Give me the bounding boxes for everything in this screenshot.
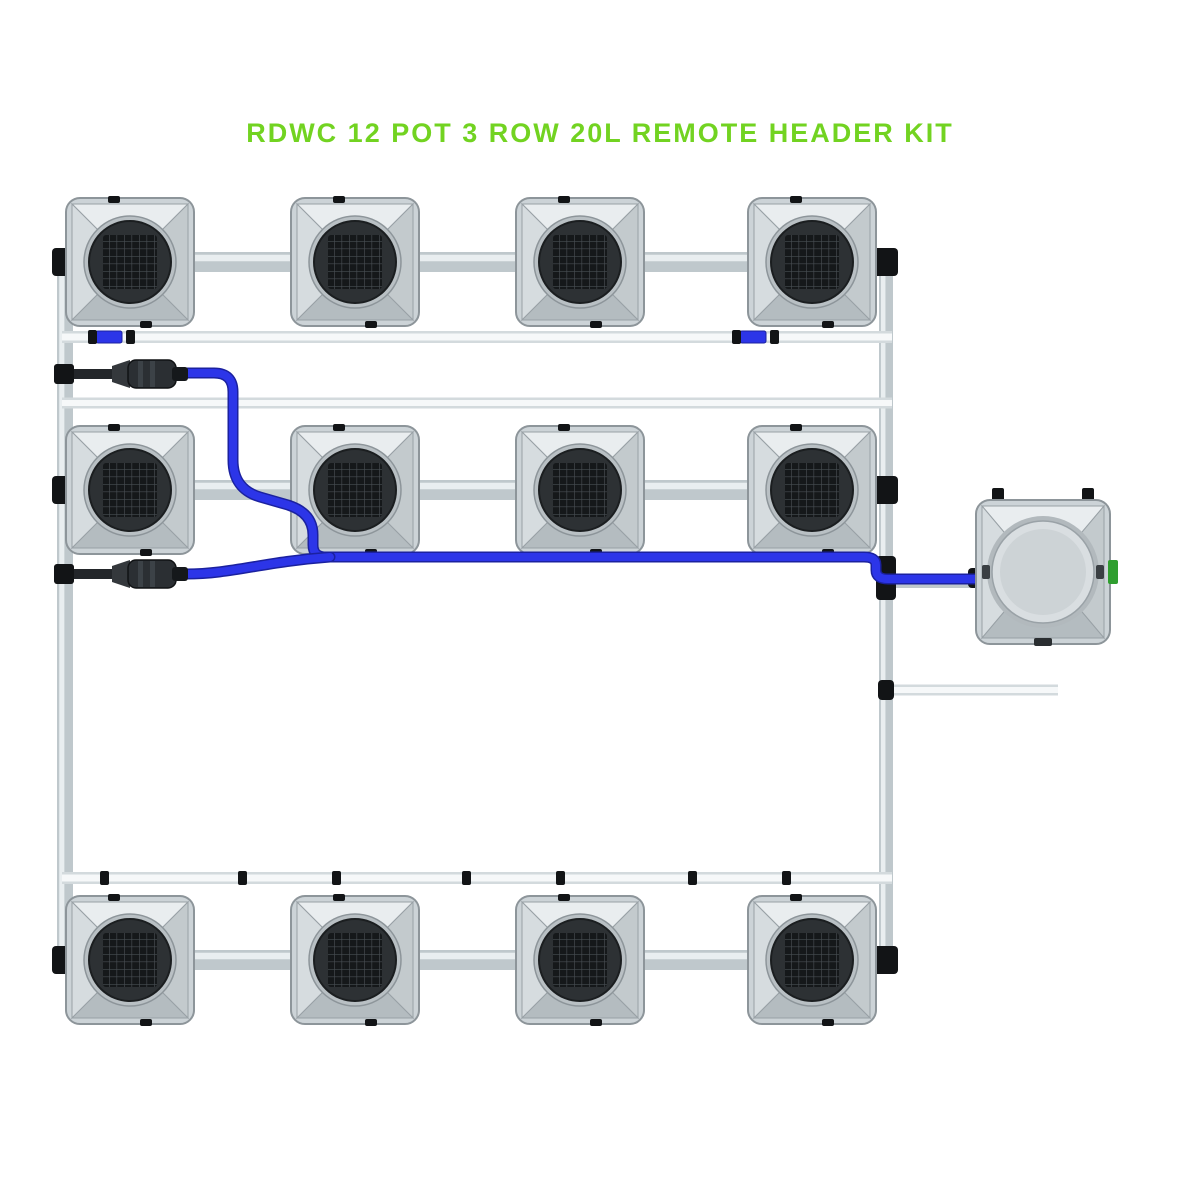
header-green-fitting [1108, 560, 1118, 584]
pot-row1-col1 [65, 196, 195, 328]
pot-row2-col4 [747, 424, 877, 556]
pipe-clip [688, 871, 697, 885]
pot-top-tab [558, 894, 570, 901]
pump-rib [138, 561, 143, 587]
pump-rib [138, 361, 143, 387]
pot-top-tab [558, 424, 570, 431]
pot-bottom-tab [140, 1019, 152, 1026]
net-pot-mesh-grid [103, 235, 157, 289]
pot-top-tab [333, 424, 345, 431]
pump-pipe-fitting [54, 364, 74, 384]
pipe-clip [100, 871, 109, 885]
elbow-right-row-3 [872, 946, 898, 974]
pot-row2-col1 [65, 424, 195, 556]
pot-row1-col2 [290, 196, 420, 328]
pot-row2-col2 [290, 424, 420, 556]
pump-outlet [172, 367, 188, 381]
pump-rib [150, 561, 155, 587]
net-pot-mesh-grid [328, 235, 382, 289]
pot-top-tab [108, 196, 120, 203]
net-pot-mesh-grid [328, 463, 382, 517]
remote-header-tank [975, 488, 1118, 646]
pipe-clip [556, 871, 565, 885]
pot-row1-col4 [747, 196, 877, 328]
pot-bottom-tab [365, 1019, 377, 1026]
pump-cone [112, 360, 130, 388]
net-pot-mesh-grid [553, 235, 607, 289]
return-coupler-right [739, 330, 767, 344]
pot-row2-col3 [515, 424, 645, 556]
net-pot-mesh-grid [785, 235, 839, 289]
pump-outlet [172, 567, 188, 581]
net-pot-mesh-grid [553, 463, 607, 517]
pot-top-tab [108, 424, 120, 431]
pump-pipe-fitting [54, 564, 74, 584]
tee-right-row-2 [872, 476, 898, 504]
pump-1-delivery-tube [182, 369, 987, 583]
pump-2-delivery-tube [182, 553, 334, 578]
header-bottom-tab [1034, 638, 1052, 646]
pump-inlet-pipe [74, 369, 114, 379]
pipe-clip [782, 871, 791, 885]
elbow-right-row-1 [872, 248, 898, 276]
diagram-title: RDWC 12 POT 3 ROW 20L REMOTE HEADER KIT [246, 118, 954, 148]
pot-bottom-tab [822, 1019, 834, 1026]
pot-row3-col4 [747, 894, 877, 1026]
net-pot-mesh-grid [103, 463, 157, 517]
pot-bottom-tab [140, 549, 152, 556]
pot-top-tab [790, 894, 802, 901]
pot-bottom-tab [365, 321, 377, 328]
header-side-clip-right [1096, 565, 1104, 579]
pot-row3-col2 [290, 894, 420, 1026]
pot-row3-col3 [515, 894, 645, 1026]
pot-top-tab [790, 196, 802, 203]
pipe-clip [126, 330, 135, 344]
pot-row3-col1 [65, 894, 195, 1026]
pot-top-tab [558, 196, 570, 203]
pot-bottom-tab [140, 321, 152, 328]
pot-top-tab [333, 196, 345, 203]
net-pot-mesh-grid [103, 933, 157, 987]
pot-bottom-tab [822, 321, 834, 328]
pot-top-tab [790, 424, 802, 431]
header-side-clip-left [982, 565, 990, 579]
pipe-clip [332, 871, 341, 885]
pipe-clip [462, 871, 471, 885]
pipe-clip [88, 330, 97, 344]
pump-rib [150, 361, 155, 387]
pipe-clip [770, 330, 779, 344]
water-pump-1 [54, 359, 188, 389]
water-pump-2 [54, 559, 188, 589]
pot-bottom-tab [590, 1019, 602, 1026]
pot-row1-col3 [515, 196, 645, 328]
net-pot-mesh-grid [328, 933, 382, 987]
pot-top-tab [333, 894, 345, 901]
net-pot-mesh-grid [785, 463, 839, 517]
pipe-clip [732, 330, 741, 344]
pump-inlet-pipe [74, 569, 114, 579]
pot-bottom-tab [590, 321, 602, 328]
net-pot-mesh-grid [785, 933, 839, 987]
right-pipe-overflow-tee [878, 680, 894, 700]
header-lid-inner [1000, 529, 1086, 615]
return-coupler-left [95, 330, 123, 344]
net-pot-mesh-grid [553, 933, 607, 987]
pump-cone [112, 560, 130, 588]
pipe-clip [238, 871, 247, 885]
pot-top-tab [108, 894, 120, 901]
